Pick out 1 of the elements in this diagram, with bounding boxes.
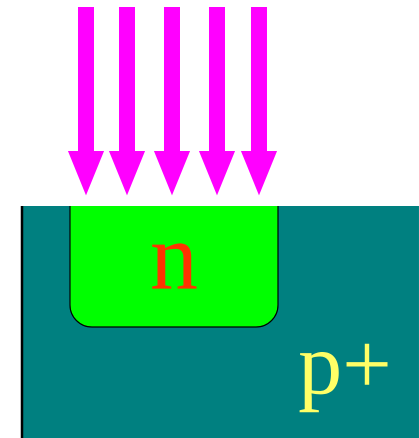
n-region: n [69,205,279,328]
